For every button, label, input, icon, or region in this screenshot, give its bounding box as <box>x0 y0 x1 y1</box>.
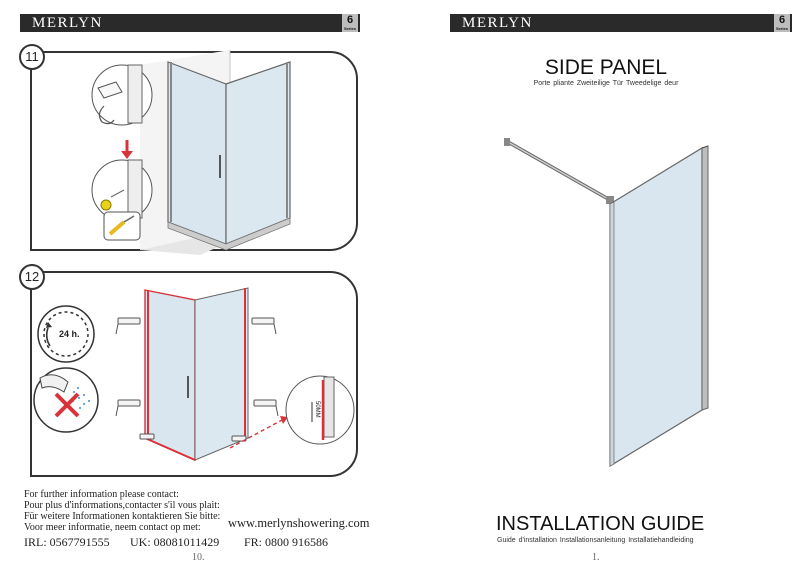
cover-cap <box>100 199 112 211</box>
contact-block: For further information please contact: … <box>24 489 220 533</box>
series-badge: 6 Series <box>342 14 358 32</box>
glass-door <box>167 61 227 245</box>
down-arrow-head <box>121 151 133 159</box>
glass-side-panel <box>609 146 703 468</box>
contact-line: Voor meer informatie, neem contact op me… <box>24 522 201 533</box>
contact-line: For further information please contact: <box>24 489 179 500</box>
measure-label: 50MM <box>314 401 320 418</box>
detail-circle-bottom <box>91 159 153 221</box>
step-12-number: 12 <box>19 264 45 290</box>
clock-circle <box>37 305 95 363</box>
step-11-number: 11 <box>19 44 45 70</box>
side-panel-illustration <box>504 138 709 468</box>
contact-line: Pour plus d'informations,contacter s'il … <box>24 500 220 511</box>
page-number: 10. <box>192 552 205 563</box>
series-number: 6 <box>346 14 354 26</box>
guide-title: INSTALLATION GUIDE <box>496 513 705 535</box>
detail-arrow <box>229 419 283 449</box>
step-12-illustration: 24 h. <box>33 287 355 462</box>
shower-head-icon <box>39 374 69 393</box>
arm-clamp <box>606 196 614 204</box>
contact-line: Für weitere Informationen kontaktieren S… <box>24 511 221 522</box>
header-bar: MERLYN 6 Series <box>450 14 792 32</box>
phone-irl: IRL: 0567791555 <box>24 535 110 549</box>
wall-bracket <box>504 138 510 146</box>
screwdriver-handle <box>108 220 126 236</box>
website-link[interactable]: www.merlynshowering.com <box>228 516 370 530</box>
shower-tray <box>167 217 291 251</box>
hand-sketch <box>98 105 115 125</box>
product-title: SIDE PANEL <box>544 56 668 79</box>
series-word: Series <box>775 26 788 31</box>
product-subtitle: Porte pliante Zweiteilige Tür Tweedelige… <box>533 80 679 87</box>
guide-subtitle: Guide d'installation Installationsanleit… <box>497 537 694 544</box>
phone-uk: UK: 08081011429 <box>130 535 220 549</box>
brand-logo: MERLYN <box>462 15 533 31</box>
glass-side-panel <box>225 61 291 245</box>
header-bar: MERLYN 6 Series <box>20 14 360 32</box>
series-word: Series <box>343 26 356 31</box>
detail-circle-top <box>91 64 153 126</box>
series-badge: 6 Series <box>774 14 790 32</box>
glass-side-sealed <box>194 287 249 461</box>
cure-time-label: 24 h. <box>59 329 80 339</box>
left-page: MERLYN 6 Series 11 12 <box>19 14 370 563</box>
silicone-gun-icon <box>115 317 279 442</box>
series-number: 6 <box>778 14 786 26</box>
detail-circle-seal <box>285 375 355 445</box>
phone-fr: FR: 0800 916586 <box>244 535 329 549</box>
wall-profile <box>701 145 709 411</box>
page-number: 1. <box>592 552 600 563</box>
right-page: MERLYN 6 Series SIDE PANEL Porte pliante… <box>404 0 808 569</box>
brand-logo: MERLYN <box>32 15 103 31</box>
step-illustrations: 24 h. <box>33 50 355 462</box>
step-11-illustration <box>91 50 291 255</box>
